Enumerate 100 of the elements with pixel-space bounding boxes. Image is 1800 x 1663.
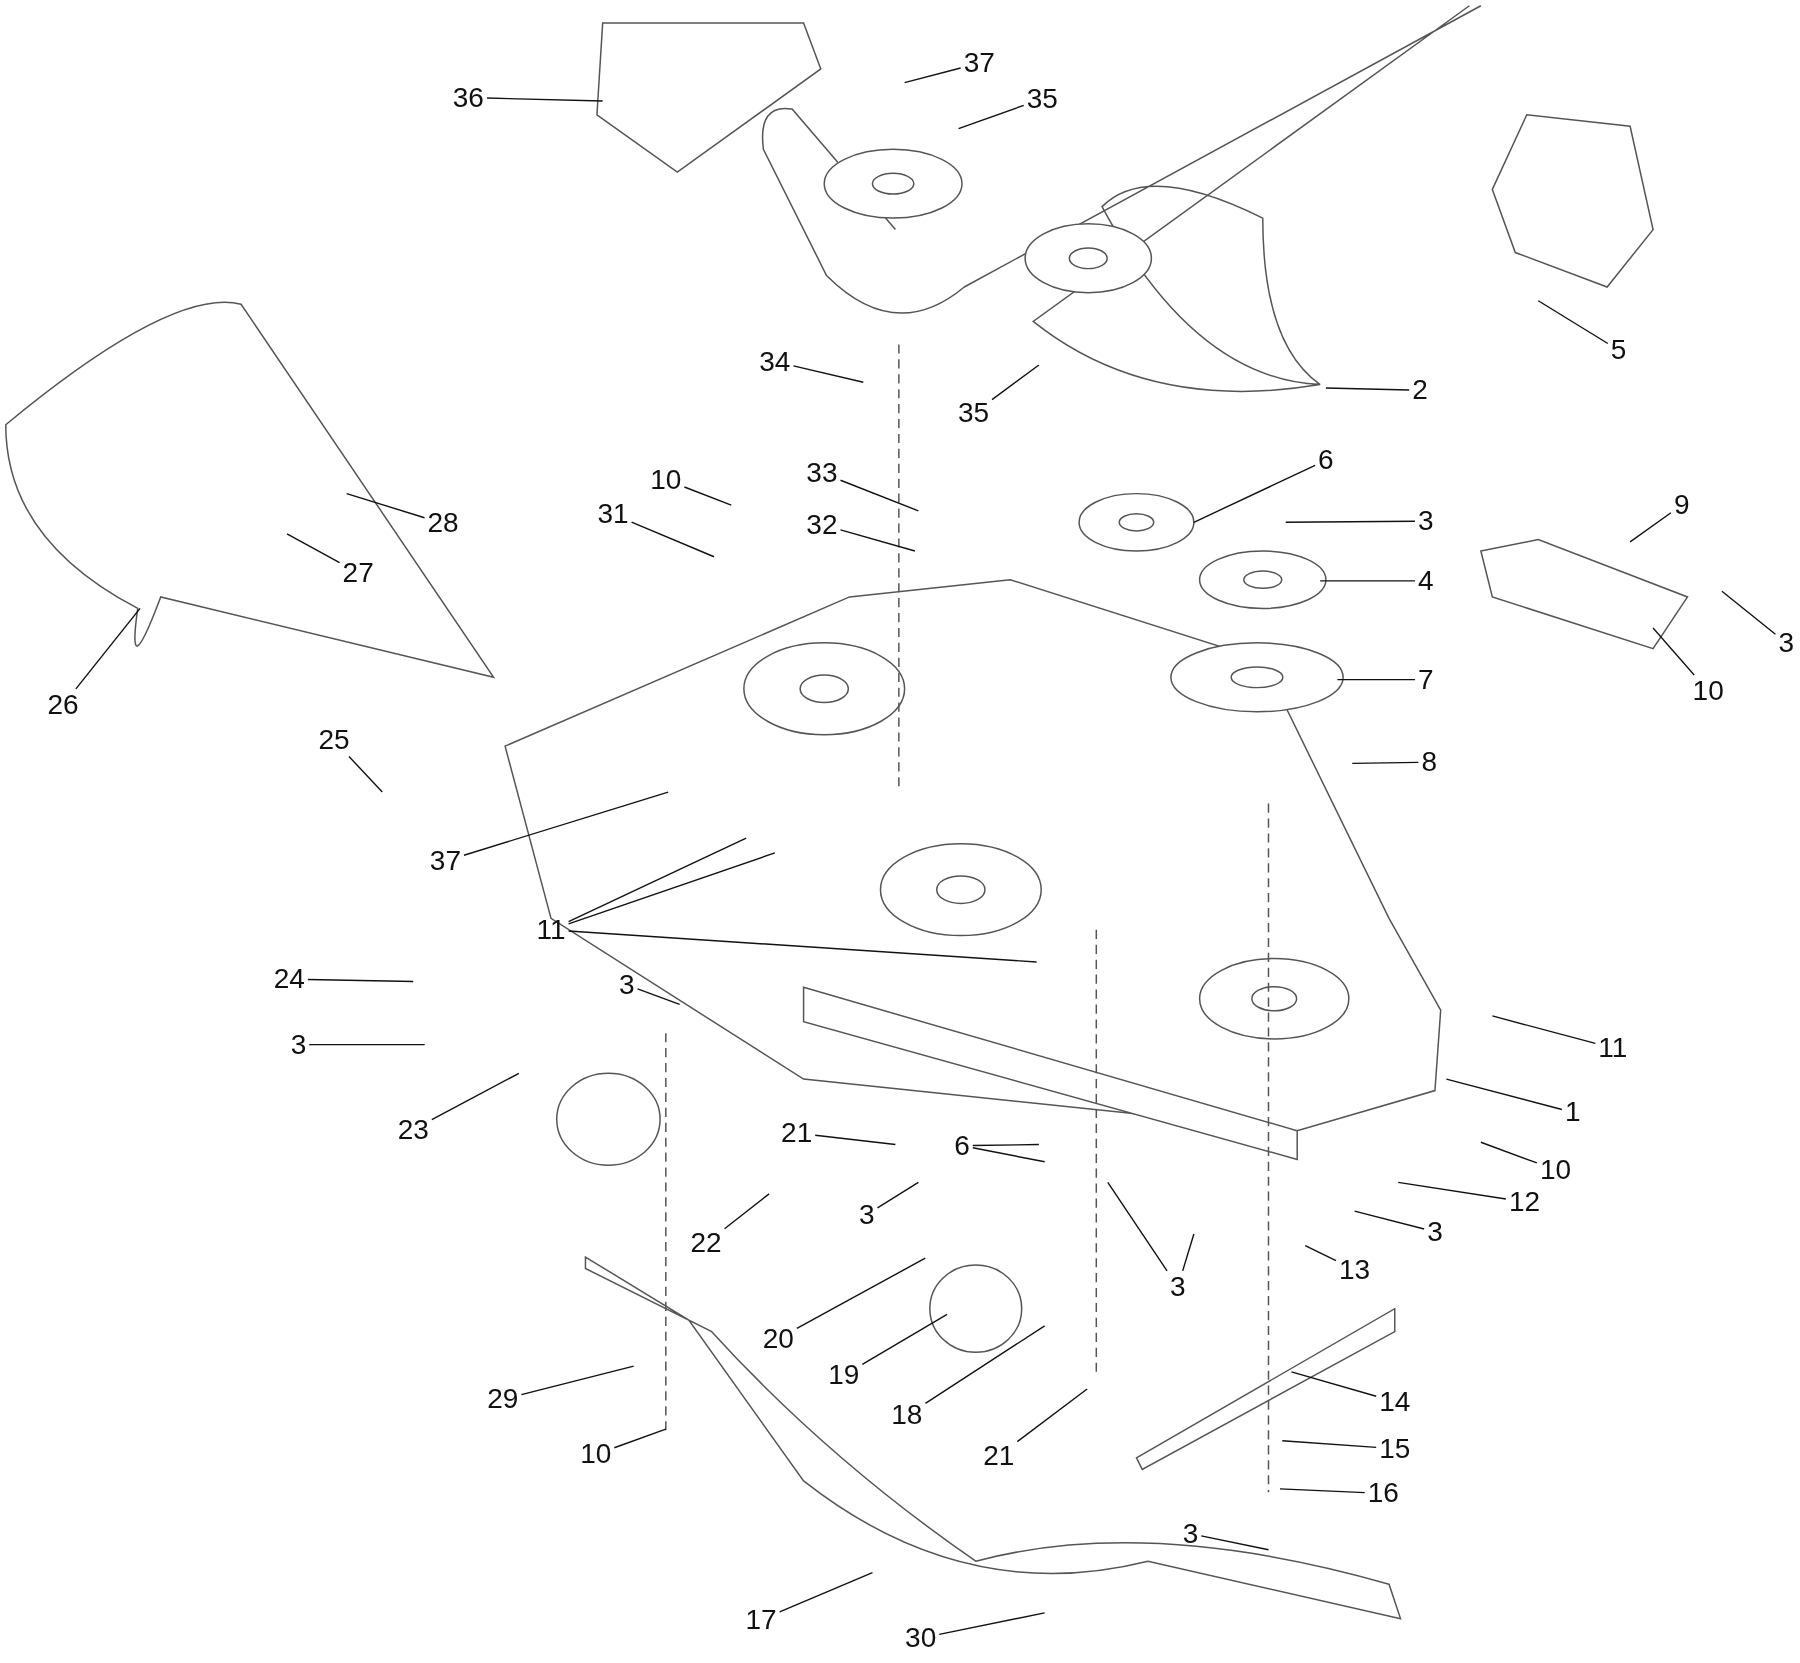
callout-number: 16 <box>1367 1478 1399 1509</box>
leader-line <box>796 1257 926 1330</box>
callout-number: 3 <box>1778 627 1794 658</box>
callout-number: 33 <box>806 457 838 488</box>
leader-line <box>1281 1440 1377 1449</box>
leader-line <box>1537 300 1609 345</box>
callout-number: 21 <box>781 1118 813 1149</box>
callout-number: 20 <box>762 1323 794 1354</box>
leader-line <box>1629 512 1672 543</box>
callout-number: 8 <box>1421 747 1437 778</box>
leader-line <box>876 1181 920 1209</box>
callout-number: 24 <box>273 964 305 995</box>
callout-number: 11 <box>1598 1033 1628 1064</box>
leader-line <box>1480 1141 1538 1164</box>
callout-number: 7 <box>1417 664 1434 695</box>
leader-line <box>1319 580 1416 582</box>
leader-line <box>1279 1488 1366 1494</box>
leader-line <box>286 533 341 564</box>
leader-line <box>1351 761 1420 765</box>
leader-line <box>723 1193 770 1230</box>
leader-line <box>972 1147 1046 1163</box>
leader-line <box>683 486 732 506</box>
callout-number: 35 <box>957 398 990 429</box>
callout-number: 3 <box>1170 1271 1186 1302</box>
callout-number: 3 <box>1427 1216 1443 1247</box>
leader-line <box>1290 1371 1377 1397</box>
leader-line <box>1353 1210 1425 1230</box>
callout-number: 27 <box>342 557 374 588</box>
callout-number: 30 <box>905 1623 937 1654</box>
leader-line <box>348 755 383 793</box>
leader-line <box>1304 1244 1337 1262</box>
callout-number: 3 <box>619 969 635 1000</box>
callout-number: 12 <box>1508 1186 1541 1217</box>
callout-number: 6 <box>954 1130 970 1161</box>
callout-number: 28 <box>427 508 459 539</box>
callout-number: 25 <box>318 725 350 756</box>
leader-line <box>814 1134 897 1146</box>
leader-line <box>1181 1233 1195 1272</box>
leader-line <box>1016 1388 1088 1443</box>
leader-line <box>520 1365 635 1396</box>
leader-line <box>1107 1181 1168 1272</box>
callout-number: 17 <box>745 1604 777 1635</box>
callout-number: 11 <box>536 914 566 945</box>
leader-line <box>972 1143 1040 1147</box>
leader-line <box>307 978 414 983</box>
leader-line <box>957 104 1025 130</box>
callout-number: 10 <box>1692 676 1724 707</box>
callout-number: 13 <box>1339 1254 1371 1285</box>
callout-number: 3 <box>1417 506 1434 537</box>
leader-line <box>861 1313 948 1365</box>
leader-line <box>938 1612 1046 1636</box>
callout-number: 9 <box>1673 490 1690 521</box>
callout-number: 23 <box>397 1114 429 1145</box>
callout-number: 5 <box>1610 335 1627 366</box>
callout-number: 26 <box>47 689 79 720</box>
leader-line <box>1193 464 1316 524</box>
leader-line <box>1200 1535 1270 1551</box>
leader-line <box>630 521 715 558</box>
callout-number: 10 <box>1539 1154 1572 1185</box>
callout-number: 29 <box>487 1384 519 1415</box>
leader-line <box>1491 1015 1597 1045</box>
leader-line <box>567 930 1038 963</box>
leader-line <box>636 988 681 1006</box>
callout-number: 36 <box>452 82 484 113</box>
callout-number: 19 <box>828 1360 860 1391</box>
callout-number: 37 <box>963 48 995 79</box>
callout-number: 10 <box>650 464 682 495</box>
leader-line <box>613 1428 667 1449</box>
leader-line <box>778 1572 874 1613</box>
leader-line <box>346 492 426 519</box>
leader-line <box>839 529 916 552</box>
leader-line <box>567 837 747 923</box>
leader-line <box>903 67 962 84</box>
leader-line <box>924 1325 1046 1405</box>
leader-line <box>839 479 920 512</box>
leader-line <box>991 364 1040 401</box>
leader-line <box>75 607 141 690</box>
callout-number: 22 <box>690 1228 722 1259</box>
callout-number: 31 <box>597 499 629 530</box>
callout-number: 6 <box>1318 445 1334 476</box>
callout-number: 4 <box>1417 565 1434 596</box>
leader-line <box>1652 627 1695 676</box>
leader-line <box>1325 387 1410 391</box>
callout-number: 18 <box>891 1400 923 1431</box>
leader-line <box>308 1043 426 1046</box>
callout-number: 34 <box>759 346 791 377</box>
leader-line <box>1721 590 1777 635</box>
callout-number: 37 <box>429 845 461 876</box>
leader-line <box>1336 678 1416 681</box>
leader-line <box>792 365 864 383</box>
callout-number: 10 <box>580 1439 612 1470</box>
callout-number: 14 <box>1379 1386 1411 1417</box>
leader-line <box>431 1072 520 1121</box>
callout-number: 2 <box>1412 375 1428 406</box>
leader-line <box>486 97 604 102</box>
callout-number: 15 <box>1379 1433 1411 1464</box>
callout-number: 1 <box>1564 1097 1581 1128</box>
leader-line <box>1285 520 1416 524</box>
callout-number: 32 <box>806 509 838 540</box>
callout-number: 21 <box>983 1440 1015 1471</box>
